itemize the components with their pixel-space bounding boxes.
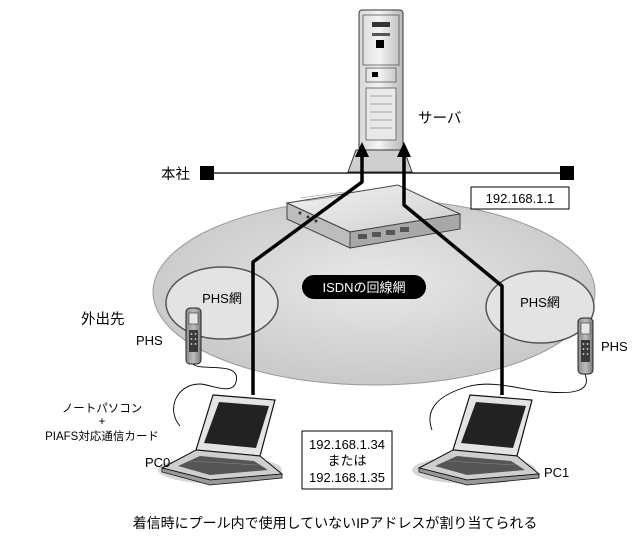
laptop-icon (158, 394, 284, 486)
cable-right (429, 373, 587, 431)
plus-label: + (99, 416, 106, 428)
remote-location-label: 外出先 (81, 311, 125, 328)
phs-right-label: PHS (601, 339, 628, 354)
phs-left-label: PHS (136, 333, 163, 348)
arrow-pc1-server (397, 142, 411, 157)
lan-terminator-left (200, 166, 214, 180)
notebook-label: ノートパソコン (62, 402, 143, 415)
pool-ip-line1: 192.168.1.34 (309, 437, 385, 452)
router-ip-label: 192.168.1.1 (486, 191, 555, 206)
phs-phone-icon (577, 317, 594, 375)
phs-network-right (485, 270, 595, 344)
phs-network-right-label: PHS網 (520, 295, 560, 310)
pool-ip-box (301, 430, 393, 490)
piafs-card-label: PIAFS対応通信カード (45, 429, 159, 443)
router-ip-box (470, 186, 570, 210)
laptop-icon (412, 394, 541, 486)
phs-network-left-label: PHS網 (202, 291, 242, 306)
server-icon (347, 9, 413, 173)
phs-phone-icon (185, 307, 202, 365)
pool-ip-line2: または (327, 453, 366, 468)
connection-pc0-server (251, 155, 364, 395)
diagram-caption: 着信時にプール内で使用していないIPアドレスが割り当てられる (133, 515, 538, 531)
hq-label: 本社 (161, 166, 190, 183)
connection-pc1-server (402, 155, 504, 395)
server-label: サーバ (418, 111, 461, 127)
isdn-badge (302, 275, 426, 299)
lan-terminator-right (560, 166, 574, 180)
cable-left (173, 363, 237, 427)
pool-ip-line3: 192.168.1.35 (309, 470, 385, 485)
arrow-pc0-server (355, 142, 369, 157)
pc0-label: PC0 (145, 455, 170, 470)
isdn-label: ISDNの回線網 (322, 280, 405, 295)
pc1-label: PC1 (544, 465, 569, 480)
router-icon (285, 184, 462, 249)
